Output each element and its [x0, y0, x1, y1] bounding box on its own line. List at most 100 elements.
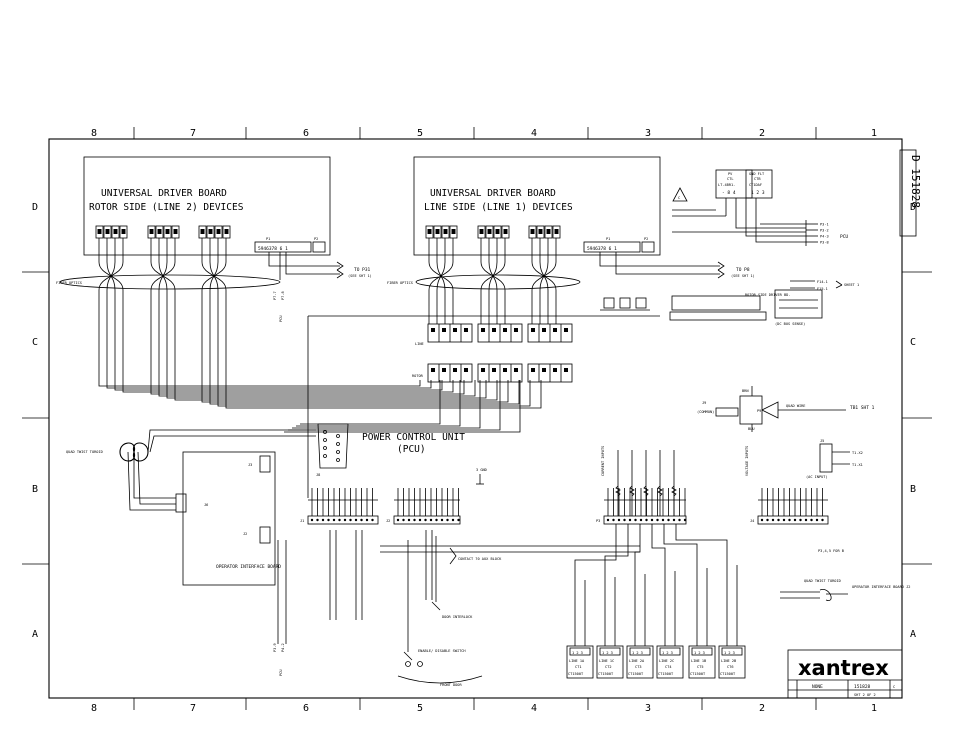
column-label: 7 [190, 128, 196, 139]
fiber-optic-port [495, 229, 500, 234]
column-label: 6 [303, 703, 309, 714]
line-p2-connector [641, 241, 655, 253]
ct-box-line: LINE 2C [659, 659, 674, 663]
fiber-optic-port [224, 229, 229, 234]
p3-9-label: P3-9 [273, 643, 277, 652]
rotor-p2-connector [312, 241, 326, 253]
fiber-strand [201, 238, 227, 306]
column-label: 3 [645, 703, 651, 714]
ct-box-line: LINE 2A [629, 659, 645, 663]
fiber-optic-port [121, 229, 126, 234]
fiber-optic-port [554, 229, 559, 234]
pcu-fiber-run [288, 380, 501, 431]
to-p31: TO P31 [354, 267, 371, 273]
fiber-optic-port [530, 229, 535, 234]
rotor-board-title: UNIVERSAL DRIVER BOARD [101, 188, 227, 199]
oib-j2-label: OPERATOR INTERFACE BOARD J2 [852, 585, 910, 589]
p3-label: P3 [596, 519, 600, 523]
operator-interface-board-label: OPERATOR INTERFACE BOARD [216, 564, 281, 570]
tb1-sht1-label: TB1 SHT 1 [850, 405, 875, 411]
fiber-strand [480, 238, 506, 306]
j9-blu: BLU [748, 427, 755, 431]
fiber-optic-connector [425, 225, 434, 239]
fiber-strand [209, 238, 219, 306]
fiber-optic-port [149, 229, 154, 234]
ct-box-pins: 1 2 3 [632, 651, 643, 655]
ct-box-type: CT1500T [628, 672, 644, 676]
fiber-strand [106, 238, 116, 306]
ct-box [688, 645, 716, 679]
pcu-pin-ticks [310, 488, 824, 522]
ct-box-pins: 1 2 3 [572, 651, 583, 655]
j3-label: J3 [248, 463, 252, 467]
ct-box-line: LINE 1B [691, 659, 706, 663]
rotor-fiber-run [98, 306, 421, 387]
to-p31-wires [268, 252, 725, 279]
line-p2-label: P2 [644, 237, 648, 241]
fiber-optic-connector [477, 225, 486, 239]
drawing-number-box [899, 149, 917, 237]
row-label: B [32, 484, 38, 495]
gnd-flt-line1: GND FLT [749, 172, 765, 176]
row-label: B [910, 484, 916, 495]
fiber-optic-connector [501, 225, 510, 239]
column-label: 2 [759, 128, 765, 139]
ct-box-type: CT1500T [568, 672, 584, 676]
rotor-fiber-run [209, 306, 520, 405]
fiber-strand [209, 238, 219, 306]
p7-7-label: P7-7 [273, 291, 277, 300]
contact-aux-block-label: CONTACT 70 AUX BLOCK [458, 557, 502, 561]
row-label: A [32, 629, 38, 640]
fiber-optic-connector [441, 225, 450, 239]
fiber-strand [539, 238, 549, 306]
j2-pcu-label: J2 [386, 519, 390, 523]
pv-ctl-line3: LT-4BR1- [718, 183, 735, 187]
j5-wires [832, 451, 850, 465]
ct-box-pins: 1 2 3 [724, 651, 735, 655]
current-inputs-label: CURRENT INPUTS [601, 446, 605, 476]
revision: C [893, 685, 895, 689]
pcu-right-pin-label: P3-1 [820, 223, 829, 227]
ct-box-pins: 1 2 3 [662, 651, 673, 655]
gnd-flt-line2: CTB [754, 177, 761, 181]
line-p1-pins: 5946378 6 1 [587, 246, 617, 252]
ct-box-type: CT1500T [598, 672, 614, 676]
j8-label: J8 [316, 473, 320, 477]
current-input-wires [615, 450, 677, 516]
drawing-border [48, 138, 903, 699]
fiber-strand [201, 238, 227, 306]
fiber-optic-connector [493, 225, 502, 239]
line-board-subtitle: LINE SIDE (LINE 1) DEVICES [424, 202, 573, 213]
fiber-optic-connector [544, 225, 553, 239]
fiber-optic-port [208, 229, 213, 234]
fiber-optics-label-right: FIBER OPTICS [387, 281, 413, 285]
row-label: D [910, 202, 916, 213]
fiber-cable-runs [98, 306, 557, 433]
ct-box-line: LINE 2B [721, 659, 736, 663]
igbt-terminal-blocks [427, 323, 573, 383]
fiber-optic-port [435, 229, 440, 234]
fiber-optic-connector [119, 225, 128, 239]
p8-connector [671, 295, 761, 311]
pv-ctl-line4: - 8 4 [722, 190, 736, 196]
pcu-fiber-run [284, 380, 521, 433]
row-label: A [910, 629, 916, 640]
ct-box-line: LINE 1A [569, 659, 585, 663]
fiber-strand [531, 238, 557, 306]
scale-value: NONE [812, 684, 823, 690]
fiber-optic-bundles [59, 238, 581, 306]
rotor-p2-label: P2 [314, 237, 318, 241]
db9-connector [317, 423, 349, 469]
ct-box-type: CT1500T [720, 672, 736, 676]
t1-x1-label: T1-X1 [852, 463, 863, 467]
pcu-fiber-run [296, 380, 461, 427]
see-sht1: (SEE SHT 1) [348, 274, 372, 278]
p9-label: P9 [757, 409, 761, 413]
ct-box-pins: 1 2 3 [602, 651, 613, 655]
operator-interface-board [182, 451, 276, 586]
pcu-paren-title: (PCU) [397, 444, 426, 455]
